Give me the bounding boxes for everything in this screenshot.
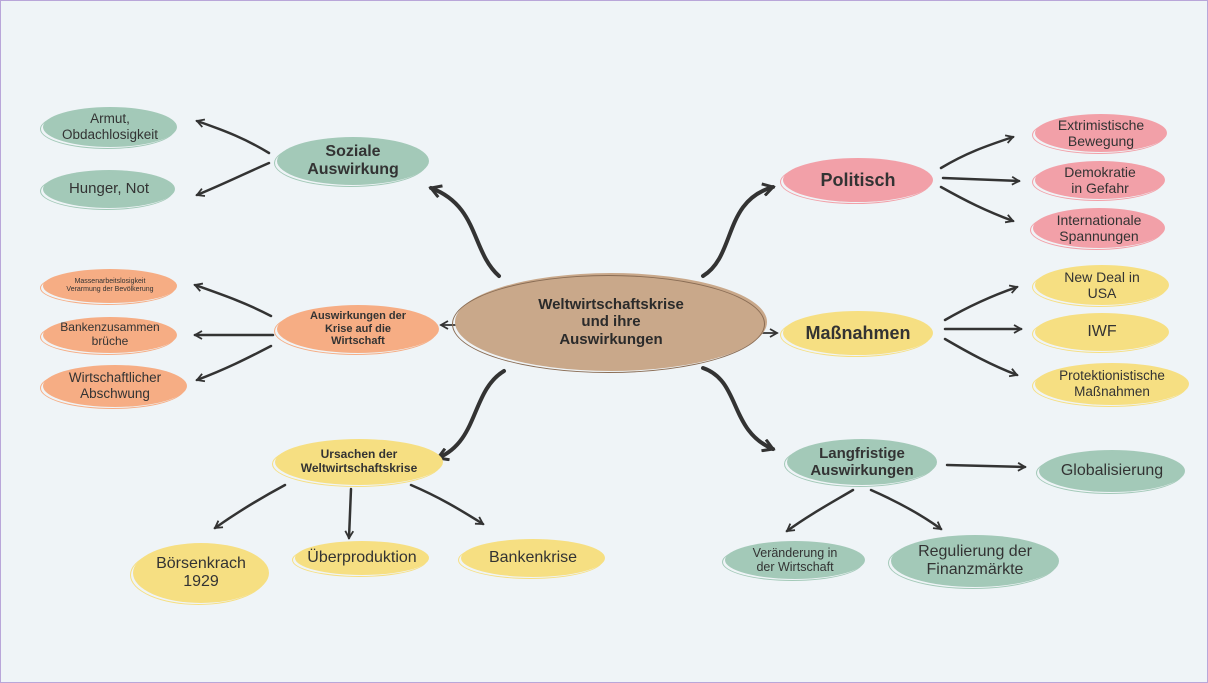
arrow-center-langfristig bbox=[701, 366, 773, 449]
node-demokratie-in-gefahr[interactable]: Demokratie in Gefahr bbox=[1032, 161, 1165, 201]
node-protektionistische-massnahmen[interactable]: Protektionistische Maßnahmen bbox=[1032, 363, 1189, 407]
node-auswirkungen-wirtschaft-label: Auswirkungen der Krise auf die Wirtschaf… bbox=[310, 310, 406, 348]
arrow-ursachen-boersenkrach bbox=[213, 483, 287, 530]
arrow-soziale-hunger bbox=[195, 161, 271, 197]
node-soziale-auswirkung-label: Soziale Auswirkung bbox=[307, 142, 399, 178]
node-wirtschaftlicher-abschwung-label: Wirtschaftlicher Abschwung bbox=[68, 370, 162, 401]
node-boersenkrach[interactable]: Börsenkrach 1929 bbox=[130, 543, 269, 605]
node-iwf[interactable]: IWF bbox=[1032, 313, 1169, 353]
node-globalisierung-label: Globalisierung bbox=[1060, 461, 1164, 479]
arrow-wirtschaft-item1 bbox=[193, 282, 273, 318]
node-boersenkrach-label: Börsenkrach 1929 bbox=[156, 554, 246, 590]
node-extremistische-bewegung[interactable]: Extrimistische Bewegung bbox=[1032, 114, 1167, 154]
node-massenarbeitslosigkeit[interactable]: Massenarbeitslosigkeit Verarmung der Bev… bbox=[40, 269, 177, 305]
node-auswirkungen-wirtschaft[interactable]: Auswirkungen der Krise auf die Wirtschaf… bbox=[274, 305, 439, 355]
node-politisch-label: Politisch bbox=[820, 169, 896, 190]
arrow-langfristig-globalisierung bbox=[945, 462, 1027, 472]
node-protektionistische-massnahmen-label: Protektionistische Maßnahmen bbox=[1059, 368, 1165, 399]
node-armut-label: Armut, Obdachlosigkeit bbox=[61, 111, 159, 142]
node-internationale-spannungen[interactable]: Internationale Spannungen bbox=[1030, 208, 1165, 250]
arrow-soziale-armut bbox=[195, 118, 271, 155]
node-ursachen-label: Ursachen der Weltwirtschaftskrise bbox=[300, 447, 418, 475]
node-regulierung-finanzmaerkte[interactable]: Regulierung der Finanzmärkte bbox=[888, 535, 1059, 589]
node-regulierung-finanzmaerkte-label: Regulierung der Finanzmärkte bbox=[918, 542, 1032, 578]
node-internationale-spannungen-label: Internationale Spannungen bbox=[1056, 211, 1142, 244]
node-ursachen[interactable]: Ursachen der Weltwirtschaftskrise bbox=[272, 439, 443, 487]
arrow-center-ursachen bbox=[438, 369, 506, 458]
node-bankenkrise[interactable]: Bankenkrise bbox=[458, 539, 605, 579]
node-extremistische-bewegung-label: Extrimistische Bewegung bbox=[1057, 116, 1145, 149]
node-massnahmen-label: Maßnahmen bbox=[805, 322, 911, 343]
node-veraenderung-wirtschaft-label: Veränderung in der Wirtschaft bbox=[752, 545, 838, 574]
central-topic[interactable]: Weltwirtschaftskrise und ihre Auswirkung… bbox=[452, 273, 767, 373]
arrow-wirtschaft-item3 bbox=[195, 344, 273, 383]
node-massnahmen[interactable]: Maßnahmen bbox=[780, 311, 933, 357]
arrow-center-soziale bbox=[431, 188, 501, 278]
arrow-massnahmen-item3 bbox=[943, 337, 1019, 378]
node-bankenzusammenbrueche[interactable]: Bankenzusammen brüche bbox=[40, 317, 177, 355]
node-langfristige-auswirkungen[interactable]: Langfristige Auswirkungen bbox=[784, 439, 937, 487]
node-massenarbeitslosigkeit-label: Massenarbeitslosigkeit Verarmung der Bev… bbox=[66, 277, 154, 293]
arrow-ursachen-bankenkrise bbox=[409, 483, 485, 526]
arrow-ursachen-ueberproduktion bbox=[344, 487, 355, 540]
node-politisch[interactable]: Politisch bbox=[780, 158, 933, 204]
arrow-politisch-item2 bbox=[941, 175, 1021, 186]
node-wirtschaftlicher-abschwung[interactable]: Wirtschaftlicher Abschwung bbox=[40, 365, 187, 409]
node-hunger-label: Hunger, Not bbox=[68, 180, 150, 198]
node-veraenderung-wirtschaft[interactable]: Veränderung in der Wirtschaft bbox=[722, 541, 865, 581]
node-ueberproduktion-label: Überproduktion bbox=[307, 548, 417, 566]
arrow-langfristig-regulierung bbox=[869, 488, 943, 531]
node-hunger[interactable]: Hunger, Not bbox=[40, 170, 175, 210]
node-globalisierung[interactable]: Globalisierung bbox=[1036, 450, 1185, 494]
node-bankenkrise-label: Bankenkrise bbox=[488, 548, 578, 566]
arrow-massnahmen-item1 bbox=[943, 284, 1019, 322]
arrow-langfristig-veraenderung bbox=[785, 488, 855, 533]
arrow-politisch-item1 bbox=[939, 134, 1015, 170]
node-soziale-auswirkung[interactable]: Soziale Auswirkung bbox=[274, 137, 429, 187]
node-bankenzusammenbrueche-label: Bankenzusammen brüche bbox=[60, 320, 160, 348]
node-iwf-label: IWF bbox=[1087, 322, 1117, 340]
central-topic-label: Weltwirtschaftskrise und ihre Auswirkung… bbox=[538, 296, 684, 348]
node-new-deal-label: New Deal in USA bbox=[1064, 268, 1140, 301]
node-langfristige-auswirkungen-label: Langfristige Auswirkungen bbox=[810, 444, 914, 479]
arrow-politisch-item3 bbox=[939, 185, 1015, 224]
node-demokratie-in-gefahr-label: Demokratie in Gefahr bbox=[1064, 163, 1136, 196]
node-armut[interactable]: Armut, Obdachlosigkeit bbox=[40, 107, 177, 149]
node-new-deal[interactable]: New Deal in USA bbox=[1032, 265, 1169, 307]
arrow-center-politisch bbox=[701, 187, 773, 278]
node-ueberproduktion[interactable]: Überproduktion bbox=[292, 541, 429, 577]
